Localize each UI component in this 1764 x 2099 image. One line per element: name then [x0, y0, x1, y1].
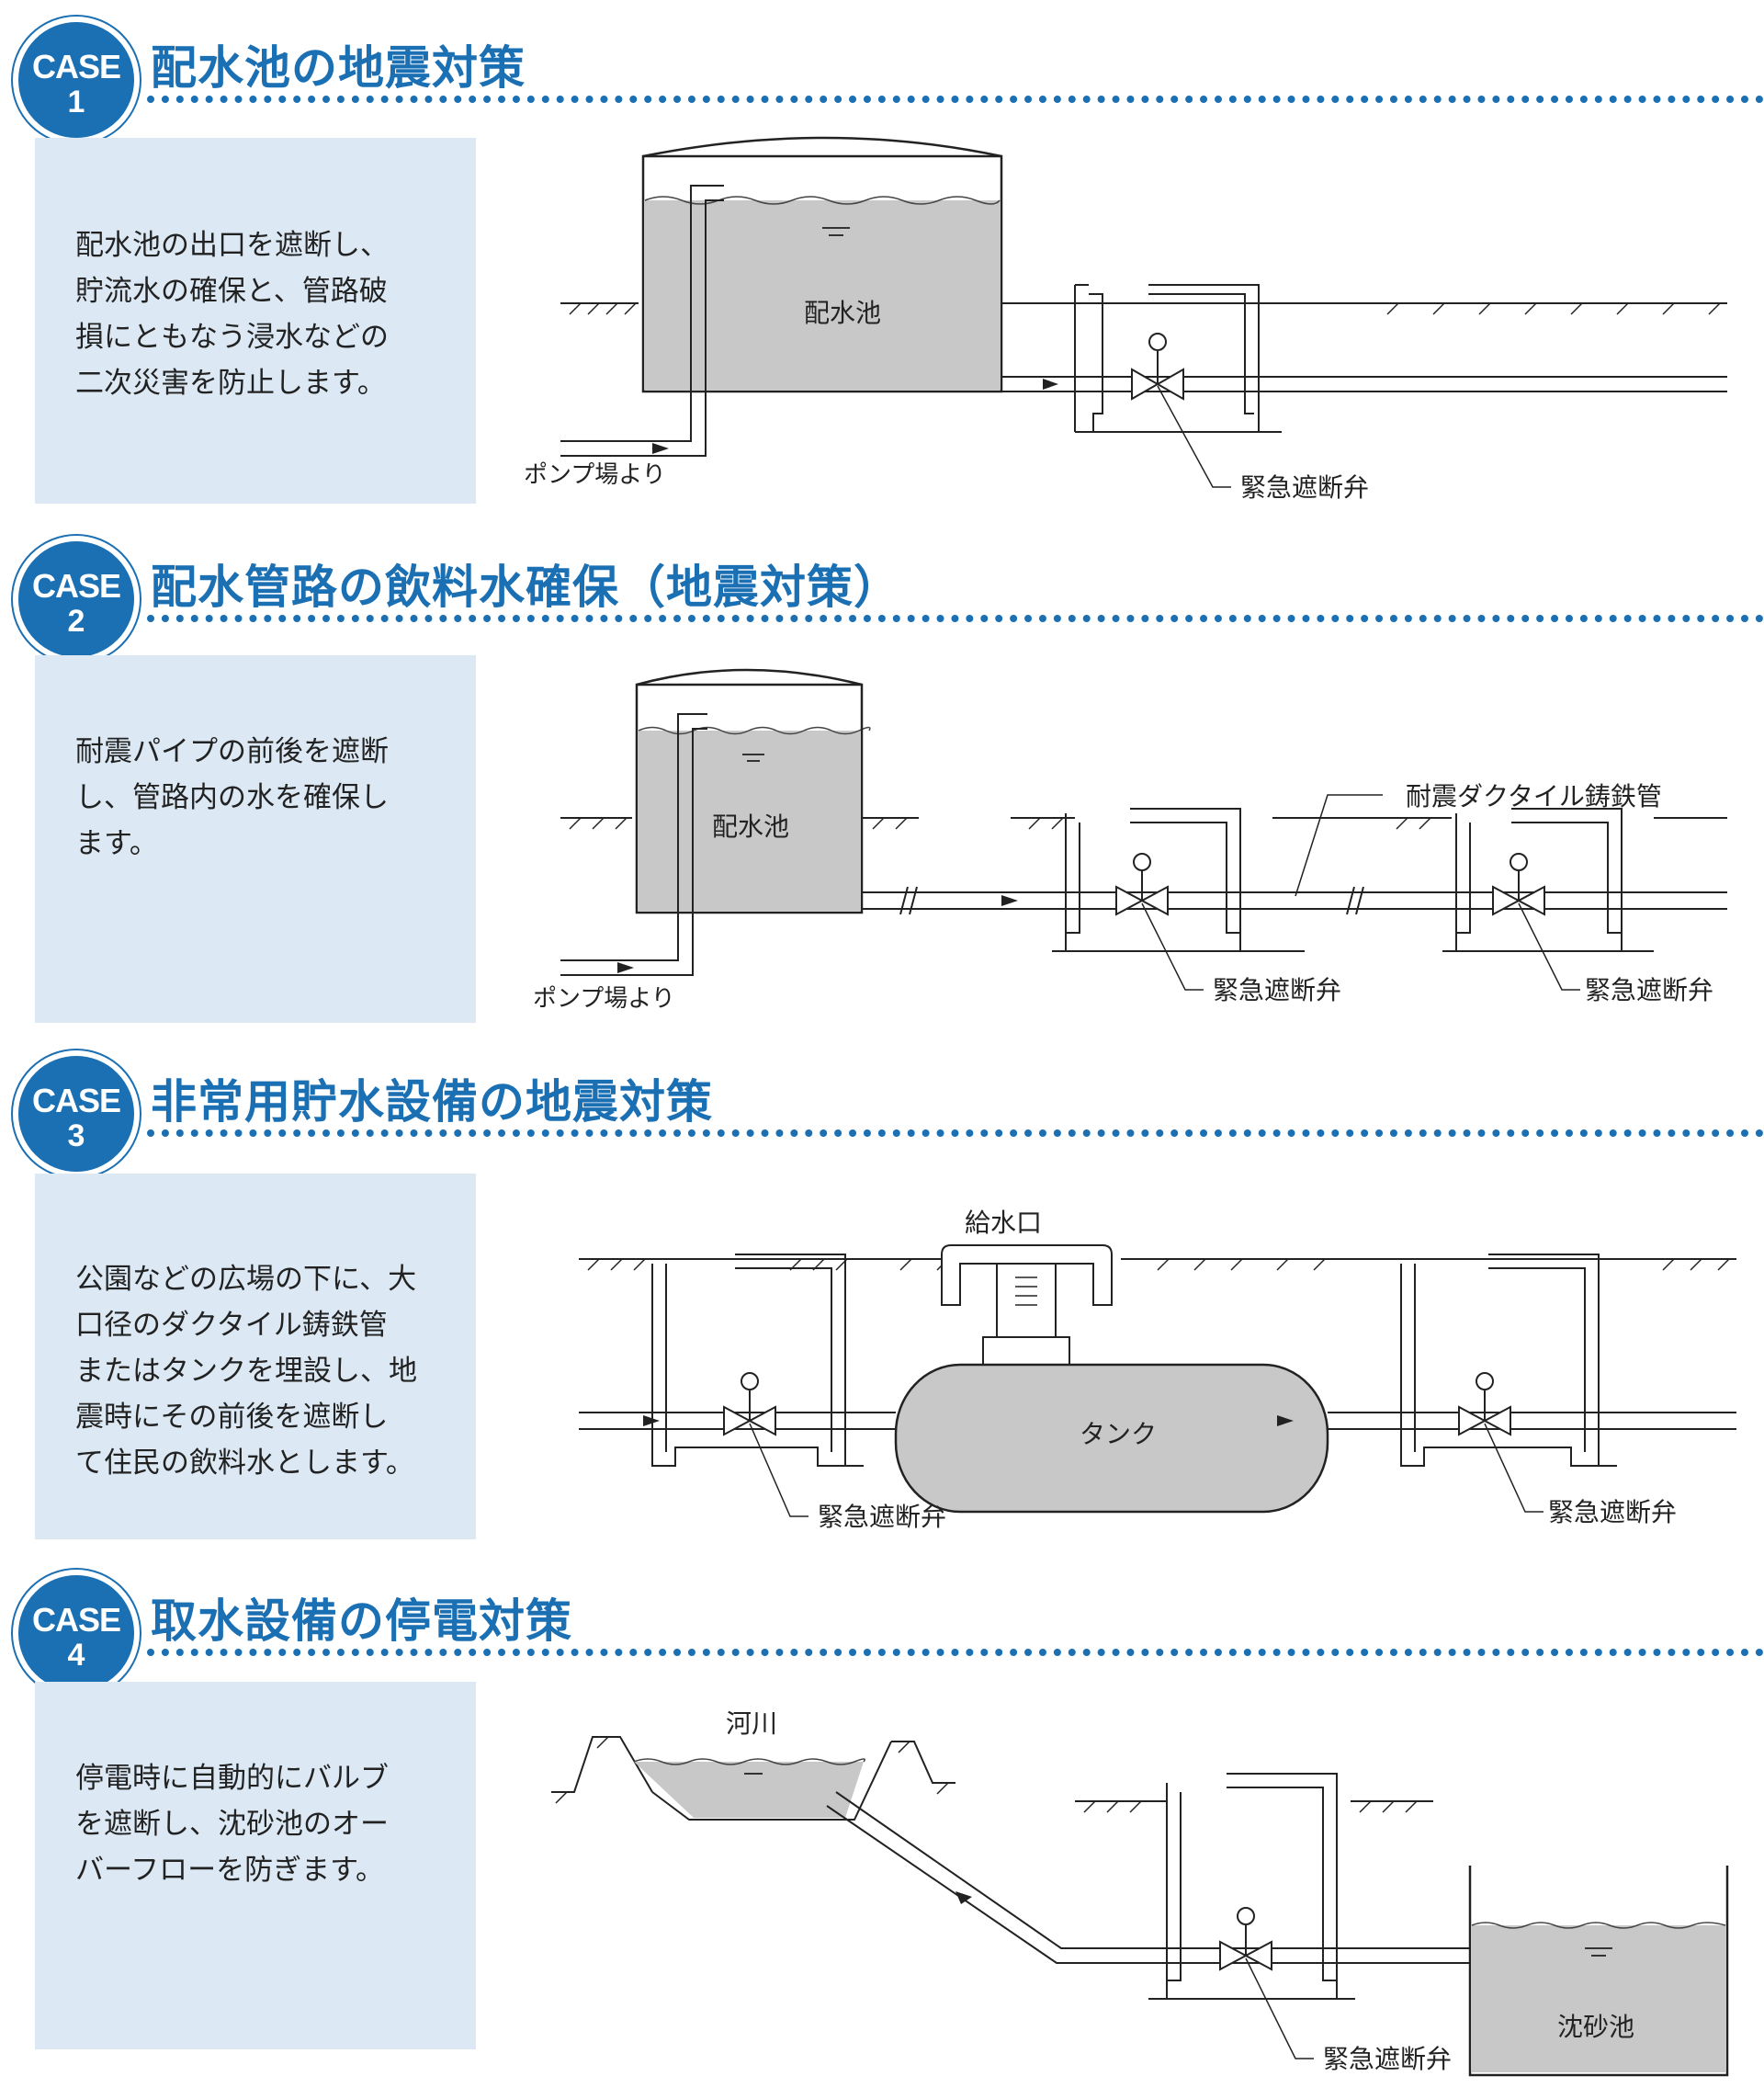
case-3-diagram: 給水口 タンク 緊急遮断弁 緊急遮断弁 [579, 1208, 1736, 1532]
case-4-section: CASE 4 取水設備の停電対策 停電時に自動的にバルブ を遮断し、沈砂池のオー… [0, 1553, 1764, 2099]
case-2-desc-line: し、管路内の水を確保し [75, 781, 389, 814]
case-4-valve-label: 緊急遮断弁 [1323, 2044, 1452, 2074]
case-2-valve-1-label: 緊急遮断弁 [1213, 975, 1341, 1005]
case-2-title: 配水管路の飲料水確保（地震対策） [151, 561, 900, 614]
case-4-badge: CASE 4 [13, 1570, 140, 1696]
case-2-badge: CASE 2 [13, 536, 140, 663]
case-3-title: 非常用貯水設備の地震対策 [151, 1075, 713, 1129]
case-3-tank [894, 1363, 1329, 1514]
case-2-tank-label: 配水池 [712, 811, 789, 842]
case-4-title: 取水設備の停電対策 [151, 1594, 572, 1648]
case-1-badge-word: CASE [31, 48, 121, 85]
case-1-tank-label: 配水池 [804, 298, 881, 328]
case-1-tank-water [645, 200, 1000, 390]
case-1-desc-line: 損にともなう浸水などの [75, 321, 389, 354]
case-2-badge-word: CASE [31, 567, 121, 605]
case-4-desc-line: を遮断し、沈砂池のオー [75, 1808, 389, 1841]
case-3-supply-label: 給水口 [965, 1208, 1042, 1238]
case-2-desc-line: 耐震パイプの前後を遮断 [75, 735, 389, 768]
case-1-title: 配水池の地震対策 [151, 41, 526, 95]
case-4-river-water [634, 1762, 864, 1818]
case-3-section: CASE 3 非常用貯水設備の地震対策 公園などの広場の下に、大 口径のダクタイ… [0, 1034, 1764, 1558]
case-2-description: 耐震パイプの前後を遮断 し、管路内の水を確保し ます。 [35, 655, 476, 1023]
case-1-desc-line: 配水池の出口を遮断し、 [75, 229, 389, 262]
case-4-basin-water [1472, 1925, 1725, 2072]
case-3-desc-line: 公園などの広場の下に、大 [75, 1263, 417, 1296]
case-3-desc-line: 震時にその前後を遮断し [75, 1401, 389, 1434]
case-1-diagram: 配水池 ポンプ場より 緊急遮断弁 [524, 136, 1727, 503]
case-1-description: 配水池の出口を遮断し、 貯流水の確保と、管路破 損にともなう浸水などの 二次災害… [35, 138, 476, 504]
case-4-badge-word: CASE [31, 1601, 121, 1639]
case-3-description: 公園などの広場の下に、大 口径のダクタイル鋳鉄管 またはタンクを埋設し、地 震時… [35, 1174, 476, 1539]
case-2-inflow-label: ポンプ場より [533, 985, 675, 1013]
case-3-valve-1-label: 緊急遮断弁 [818, 1502, 946, 1532]
case-3-badge-number: 3 [67, 1118, 85, 1153]
case-3-desc-line: 口径のダクタイル鋳鉄管 [75, 1309, 388, 1342]
case-1-desc-line: 二次災害を防止します。 [75, 367, 386, 400]
case-4-basin-label: 沈砂池 [1557, 2012, 1634, 2042]
case-3-valve-2-label: 緊急遮断弁 [1548, 1497, 1677, 1527]
case-3-badge-word: CASE [31, 1082, 121, 1119]
case-2-pipe-label: 耐震ダクタイル鋳鉄管 [1406, 781, 1662, 811]
case-2-divider [147, 615, 1764, 622]
case-4-desc-line: 停電時に自動的にバルブ [75, 1762, 389, 1795]
case-4-desc-line: バーフローを防ぎます。 [75, 1854, 385, 1887]
case-3-desc-line: て住民の飲料水とします。 [75, 1447, 414, 1480]
case-4-divider [147, 1649, 1764, 1656]
case-4-badge-number: 4 [67, 1638, 85, 1673]
case-2-valve-2-label: 緊急遮断弁 [1585, 975, 1713, 1005]
case-2-desc-line: ます。 [75, 827, 158, 860]
case-2-section: CASE 2 配水管路の飲料水確保（地震対策） 耐震パイプの前後を遮断 し、管路… [0, 519, 1764, 1034]
case-3-tank-label: タンク [1080, 1419, 1157, 1449]
case-3-badge: CASE 3 [13, 1050, 140, 1177]
case-1-valve-label: 緊急遮断弁 [1240, 472, 1369, 503]
case-1-badge: CASE 1 [13, 17, 140, 143]
case-4-description: 停電時に自動的にバルブ を遮断し、沈砂池のオー バーフローを防ぎます。 [35, 1682, 476, 2049]
case-4-river-label: 河川 [726, 1708, 777, 1739]
case-1-desc-line: 貯流水の確保と、管路破 [75, 275, 388, 308]
case-3-desc-line: またはタンクを埋設し、地 [75, 1355, 417, 1388]
case-3-divider [147, 1129, 1764, 1137]
case-1-badge-number: 1 [67, 85, 85, 119]
case-4-diagram: 河川 緊急遮断弁 沈砂池 [551, 1708, 1729, 2077]
case-1-divider [147, 96, 1764, 103]
case-1-inflow-label: ポンプ場より [524, 461, 666, 489]
case-1-section: CASE 1 配水池の地震対策 配水池の出口を遮断し、 貯流水の確保と、管路破 … [0, 0, 1764, 515]
case-2-badge-number: 2 [67, 604, 85, 639]
case-2-diagram: 配水池 ポンプ場より 緊急遮断弁 [533, 668, 1727, 1013]
